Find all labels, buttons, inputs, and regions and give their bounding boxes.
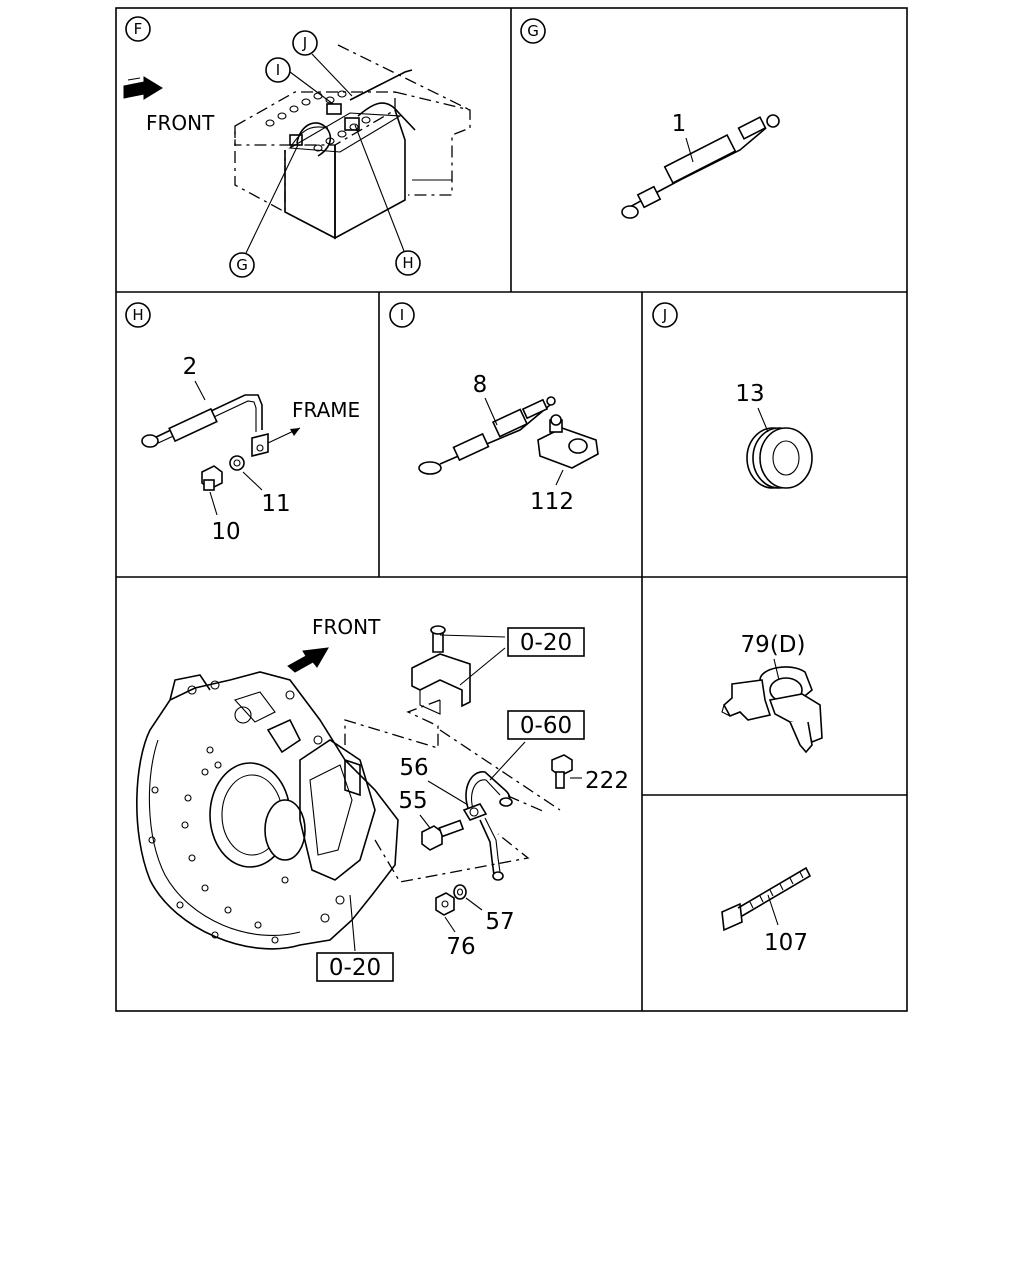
- ref-box-0-60: 0-60: [507, 710, 585, 740]
- panel-j: J 13: [652, 302, 813, 489]
- part-label-76: 76: [446, 934, 475, 960]
- part-label-1: 1: [672, 111, 687, 137]
- svg-text:H: H: [402, 254, 413, 272]
- part-label-10: 10: [211, 519, 240, 545]
- svg-text:I: I: [276, 61, 280, 79]
- svg-text:G: G: [527, 22, 539, 40]
- clip-79d: [721, 666, 823, 754]
- svg-text:H: H: [132, 306, 143, 324]
- part-label-55: 55: [398, 788, 427, 814]
- grommet-13: [746, 427, 813, 489]
- callout-i: I: [265, 57, 334, 105]
- part-label-56: 56: [399, 755, 428, 781]
- bracket: [411, 625, 471, 715]
- panel-g: G 1: [520, 18, 780, 219]
- part-label-13: 13: [735, 381, 764, 407]
- panel-i: I 8 112: [389, 302, 599, 515]
- svg-text:G: G: [236, 256, 248, 274]
- callout-j: J: [292, 30, 353, 97]
- callout-g: G: [229, 144, 299, 278]
- front-arrow-icon-main: [287, 647, 329, 673]
- panel-main: FRONT: [136, 615, 629, 982]
- washer-57: [453, 884, 467, 900]
- cable-8: [418, 396, 556, 475]
- panel-f-id: F: [134, 20, 143, 38]
- panel-f: F FRONT: [123, 16, 471, 278]
- part-label-11: 11: [261, 491, 290, 517]
- part-label-107: 107: [764, 930, 808, 956]
- frame-arrow-icon: [267, 427, 301, 444]
- part-label-57: 57: [485, 909, 514, 935]
- battery-cable-1: [621, 114, 780, 219]
- svg-text:J: J: [662, 306, 667, 324]
- nut-76: [435, 892, 455, 916]
- washer-11: [229, 455, 245, 471]
- bolt-222: [551, 754, 573, 789]
- bolt-10: [201, 465, 223, 491]
- part-label-222: 222: [585, 768, 629, 794]
- front-label-main: FRONT: [312, 615, 381, 639]
- svg-text:0-60: 0-60: [520, 713, 572, 739]
- part-label-2: 2: [183, 354, 198, 380]
- terminal-clamp-112: [537, 414, 599, 469]
- clutch-housing: [136, 671, 399, 950]
- bolt-55: [421, 819, 465, 851]
- battery-cable-2: [141, 394, 269, 458]
- ground-cable: [462, 771, 513, 881]
- front-arrow-icon: [123, 76, 163, 100]
- panel-clip: 79(D): [721, 632, 823, 754]
- panel-h: H FRAME 2 11 10: [125, 302, 360, 545]
- ref-box-0-20-bottom: 0-20: [316, 952, 394, 982]
- panel-grid: [115, 7, 908, 1012]
- callout-h: H: [354, 124, 421, 276]
- svg-text:0-20: 0-20: [520, 630, 572, 656]
- front-label: FRONT: [146, 111, 215, 135]
- cable-tie-107: [721, 866, 812, 932]
- frame-label: FRAME: [292, 398, 360, 422]
- panel-tie: 107: [721, 866, 812, 956]
- part-label-79d: 79(D): [741, 632, 806, 658]
- part-label-112: 112: [530, 489, 574, 515]
- battery-illustration: [234, 44, 471, 240]
- svg-text:I: I: [400, 306, 404, 324]
- ref-box-0-20-top: 0-20: [507, 627, 585, 657]
- part-label-8: 8: [473, 372, 488, 398]
- svg-text:J: J: [302, 34, 307, 52]
- svg-text:0-20: 0-20: [329, 955, 381, 981]
